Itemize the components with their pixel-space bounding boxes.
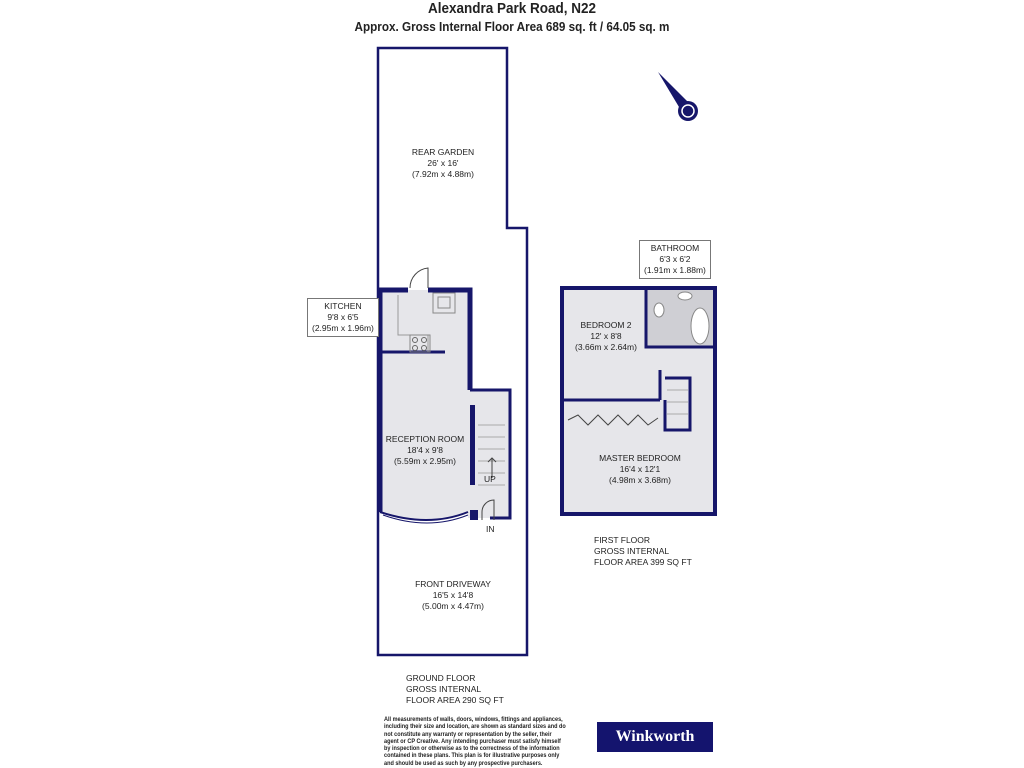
room-name: KITCHEN <box>324 301 362 311</box>
room-size-metric: (4.98m x 3.68m) <box>609 475 671 485</box>
floor-area-value: FLOOR AREA 399 SQ FT <box>594 557 692 567</box>
room-bathroom: BATHROOM 6'3 x 6'2 (1.91m x 1.88m) <box>639 240 711 279</box>
room-name: MASTER BEDROOM <box>599 453 681 463</box>
room-size-metric: (7.92m x 4.88m) <box>412 169 474 179</box>
room-size-imperial: 18'4 x 9'8 <box>407 445 443 455</box>
room-size-imperial: 16'5 x 14'8 <box>432 590 474 600</box>
winkworth-logo: Winkworth <box>597 722 713 752</box>
room-reception: RECEPTION ROOM 18'4 x 9'8 (5.59m x 2.95m… <box>380 434 470 467</box>
floor-area-value: FLOOR AREA 290 SQ FT <box>406 695 504 705</box>
room-size-imperial: 26' x 16' <box>427 158 459 168</box>
page-title: Alexandra Park Road, N22 <box>427 0 597 17</box>
ground-floor-plan <box>377 267 512 524</box>
room-front-driveway: FRONT DRIVEWAY 16'5 x 14'8 (5.00m x 4.47… <box>378 579 528 612</box>
room-size-metric: (5.00m x 4.47m) <box>422 601 484 611</box>
stairs-up-label: UP <box>484 474 496 484</box>
room-rear-garden: REAR GARDEN 26' x 16' (7.92m x 4.88m) <box>378 147 508 180</box>
room-size-metric: (3.66m x 2.64m) <box>575 342 637 352</box>
room-size-imperial: 12' x 8'8 <box>590 331 622 341</box>
room-name: RECEPTION ROOM <box>385 434 465 444</box>
ground-floor-area: GROUND FLOOR GROSS INTERNAL FLOOR AREA 2… <box>406 673 504 706</box>
room-name: FRONT DRIVEWAY <box>415 579 491 589</box>
room-name: BATHROOM <box>650 243 700 253</box>
room-size-metric: (5.59m x 2.95m) <box>394 456 456 466</box>
page-subtitle: Approx. Gross Internal Floor Area 689 sq… <box>354 19 670 34</box>
room-size-imperial: 9'8 x 6'5 <box>327 312 359 322</box>
plot-outline <box>376 46 529 657</box>
room-size-metric: (1.91m x 1.88m) <box>644 265 706 275</box>
room-bedroom-2: BEDROOM 2 12' x 8'8 (3.66m x 2.64m) <box>566 320 646 353</box>
entrance-label: IN <box>486 524 495 534</box>
room-size-imperial: 6'3 x 6'2 <box>659 254 691 264</box>
room-master-bedroom: MASTER BEDROOM 16'4 x 12'1 (4.98m x 3.68… <box>575 453 705 486</box>
room-name: BEDROOM 2 <box>580 320 632 330</box>
room-size-metric: (2.95m x 1.96m) <box>312 323 374 333</box>
room-kitchen: KITCHEN 9'8 x 6'5 (2.95m x 1.96m) <box>307 298 379 337</box>
floor-label: GROUND FLOOR <box>406 673 476 683</box>
room-size-imperial: 16'4 x 12'1 <box>619 464 661 474</box>
floor-label: FIRST FLOOR <box>594 535 651 545</box>
floor-area-label: GROSS INTERNAL <box>594 546 670 556</box>
north-arrow-compass-icon <box>658 72 698 121</box>
first-floor-area: FIRST FLOOR GROSS INTERNAL FLOOR AREA 39… <box>594 535 692 568</box>
floor-area-label: GROSS INTERNAL <box>406 684 482 694</box>
room-name: REAR GARDEN <box>411 147 475 157</box>
disclaimer-text: All measurements of walls, doors, window… <box>384 716 566 767</box>
first-floor-plan <box>560 286 717 516</box>
